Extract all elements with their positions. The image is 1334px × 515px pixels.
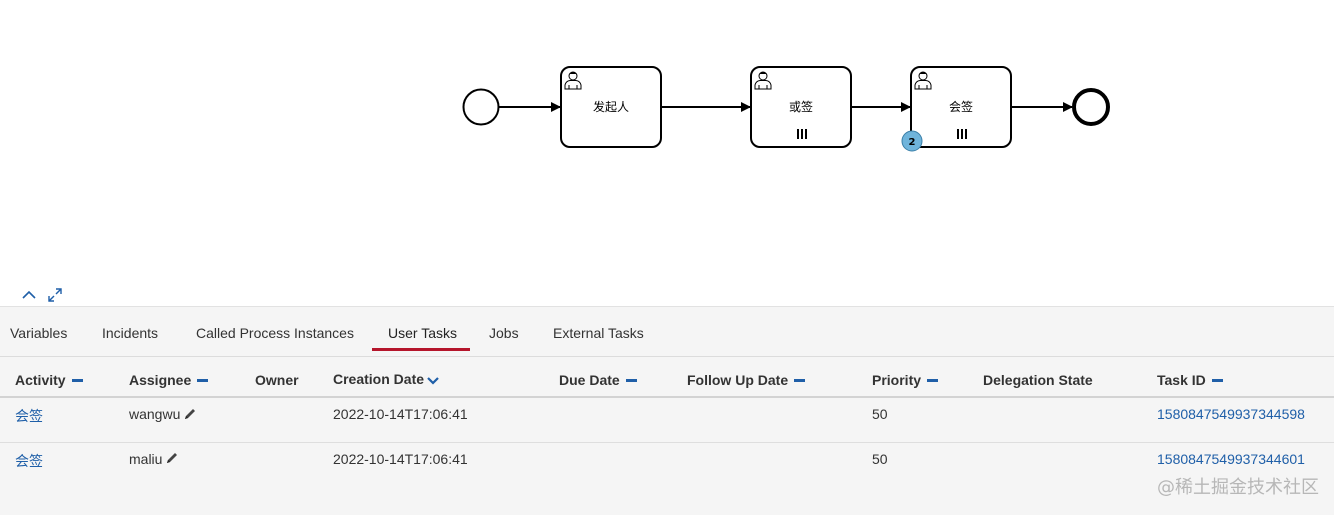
column-header-assignee[interactable]: Assignee [114,357,240,398]
due-date-value [544,397,672,442]
task-label: 或签 [789,99,813,114]
bpmn-canvas: 发起人 或签 会签 2 [462,66,1110,152]
diagram-controls [20,286,64,304]
expand-icon[interactable] [46,286,64,304]
follow-up-date-value [672,441,857,487]
tab-incidents[interactable]: Incidents [102,325,159,341]
owner-value [240,441,318,487]
task-label: 会签 [949,99,973,114]
task-id-link[interactable]: 1580847549937344601 [1157,450,1305,467]
multi-instance-parallel-icon [797,129,807,139]
user-tasks-table: Activity Assignee Owner Creation Date Du… [0,357,1334,487]
column-header-due-date[interactable]: Due Date [544,357,672,398]
column-header-task-id[interactable]: Task ID [1142,357,1334,398]
assignee-value: maliu [129,450,163,467]
tab-bar: Variables Incidents Called Process Insta… [0,307,1334,357]
activity-link[interactable]: 会签 [15,408,43,424]
sort-none-icon[interactable] [1211,379,1223,383]
task-id-link[interactable]: 1580847549937344598 [1157,406,1305,422]
active-tab-indicator [372,348,470,351]
table-row: 会签 wangwu 2022-10-14T17:06:41 50 1580847… [0,397,1334,442]
column-header-owner: Owner [240,357,318,398]
sort-none-icon[interactable] [794,379,806,383]
sort-none-icon[interactable] [625,379,637,383]
creation-date-value: 2022-10-14T17:06:41 [333,406,468,422]
tab-called-process-instances[interactable]: Called Process Instances [196,325,354,341]
tab-jobs[interactable]: Jobs [489,325,519,341]
follow-up-date-value [672,397,857,442]
column-header-activity[interactable]: Activity [0,357,114,398]
table-header-row: Activity Assignee Owner Creation Date Du… [0,357,1334,398]
watermark: @稀土掘金技术社区 [1157,477,1319,498]
user-task-countersign[interactable]: 会签 2 [901,66,1012,152]
priority-value: 50 [872,406,888,422]
multi-instance-parallel-icon [957,129,967,139]
assignee-value: wangwu [129,406,181,422]
user-task-initiator[interactable]: 发起人 [560,66,662,148]
priority-value: 50 [857,441,968,487]
end-event[interactable] [1072,88,1110,126]
creation-date-value: 2022-10-14T17:06:41 [318,441,544,487]
sort-descending-icon[interactable] [427,372,439,388]
user-task-or-sign[interactable]: 或签 [750,66,852,148]
bpmn-diagram[interactable]: 发起人 或签 会签 2 [0,0,1334,285]
delegation-state-value [968,397,1142,442]
column-header-creation-date[interactable]: Creation Date [318,357,544,398]
due-date-value [544,441,672,487]
activity-link[interactable]: 会签 [15,452,43,469]
instance-count-text: 2 [909,137,916,148]
start-event[interactable] [462,88,500,126]
tab-user-tasks[interactable]: User Tasks [388,325,457,341]
sort-none-icon[interactable] [927,379,939,383]
tab-external-tasks[interactable]: External Tasks [553,325,644,341]
column-header-priority[interactable]: Priority [857,357,968,398]
column-header-follow-up-date[interactable]: Follow Up Date [672,357,857,398]
task-label: 发起人 [593,99,629,114]
chevron-up-icon[interactable] [20,286,38,304]
table-row: 会签 maliu 2022-10-14T17:06:41 50 15808475… [0,441,1334,487]
pencil-icon[interactable] [165,451,179,468]
sort-none-icon[interactable] [197,379,209,383]
sort-none-icon[interactable] [71,379,83,383]
column-header-delegation-state: Delegation State [968,357,1142,398]
instance-count-badge[interactable] [901,130,923,152]
pencil-icon[interactable] [183,407,197,424]
owner-value [240,397,318,442]
delegation-state-value [968,441,1142,487]
tab-variables[interactable]: Variables [10,325,68,341]
details-panel: Variables Incidents Called Process Insta… [0,306,1334,515]
